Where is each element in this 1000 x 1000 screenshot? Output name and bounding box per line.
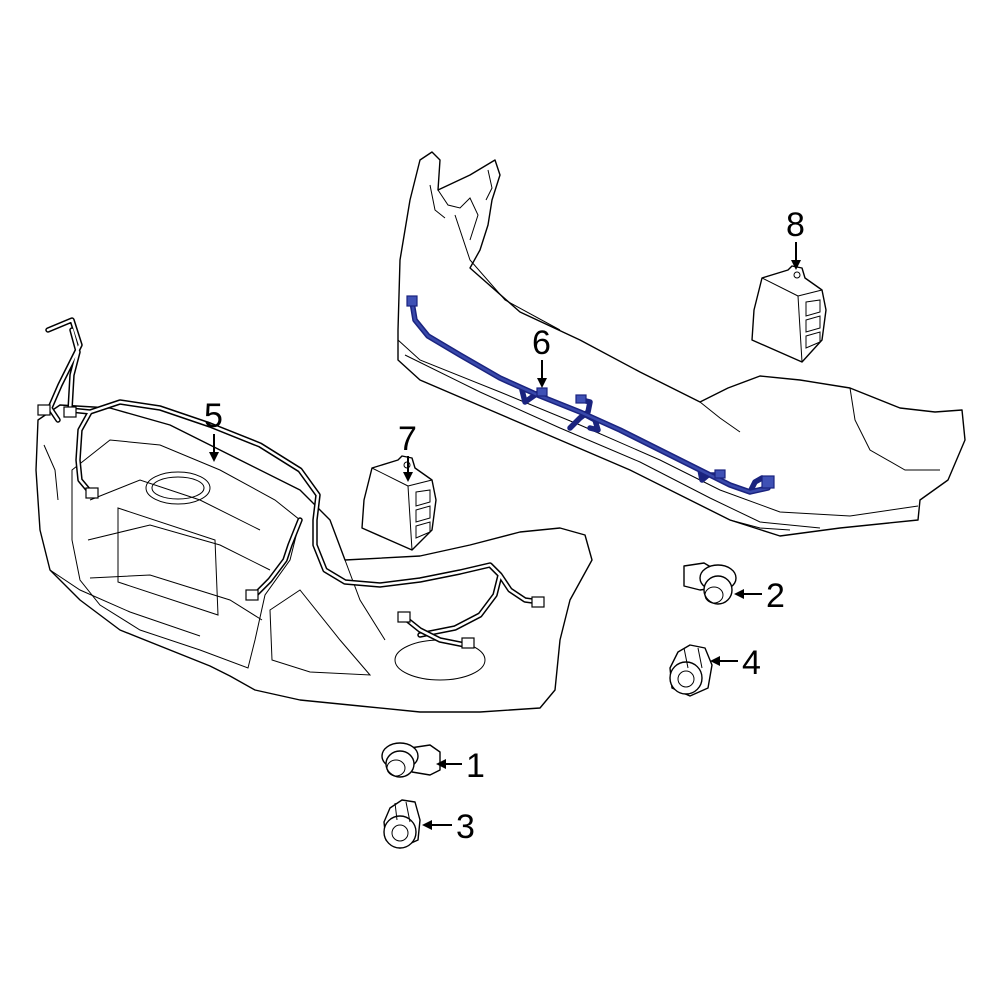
callout-label-6: 6 xyxy=(532,324,551,362)
callout-5: 5 xyxy=(204,397,223,462)
harness-connector xyxy=(63,406,77,418)
harness-connector xyxy=(714,469,726,479)
parking-aid-sensor-2 xyxy=(683,562,737,605)
rear-parking-aid-module xyxy=(751,265,827,363)
harness-connector xyxy=(536,387,548,397)
callout-1: 1 xyxy=(436,747,485,785)
callout-label-8: 8 xyxy=(786,206,805,244)
harness-connector xyxy=(37,404,51,416)
harness-connector xyxy=(575,394,587,404)
callout-2: 2 xyxy=(734,577,785,615)
harness-connector xyxy=(531,596,545,608)
callout-label-1: 1 xyxy=(466,747,485,785)
sensor-bezel-3 xyxy=(383,799,421,849)
harness-connector xyxy=(461,637,475,649)
front-parking-aid-module xyxy=(361,455,437,551)
callout-label-2: 2 xyxy=(766,577,785,615)
front-parking-aid-harness xyxy=(37,317,545,649)
callout-6: 6 xyxy=(532,324,551,388)
callout-label-5: 5 xyxy=(204,397,223,435)
harness-connector xyxy=(397,611,411,623)
callout-3: 3 xyxy=(422,808,475,846)
front-bumper-cover xyxy=(35,404,593,713)
harness-connector xyxy=(245,589,259,601)
harness-connector xyxy=(406,295,418,307)
harness-connector xyxy=(85,487,99,499)
rear-bumper-cover xyxy=(397,151,966,537)
callout-label-7: 7 xyxy=(398,420,417,458)
callout-8: 8 xyxy=(786,206,805,270)
sensor-bezel-4 xyxy=(669,644,713,697)
callout-label-4: 4 xyxy=(742,644,761,682)
callout-4: 4 xyxy=(710,644,761,682)
callout-label-3: 3 xyxy=(456,808,475,846)
rear-parking-aid-harness xyxy=(406,295,775,495)
callout-7: 7 xyxy=(398,420,417,482)
parking-aid-sensor-1 xyxy=(381,742,441,778)
harness-connector xyxy=(761,475,775,489)
